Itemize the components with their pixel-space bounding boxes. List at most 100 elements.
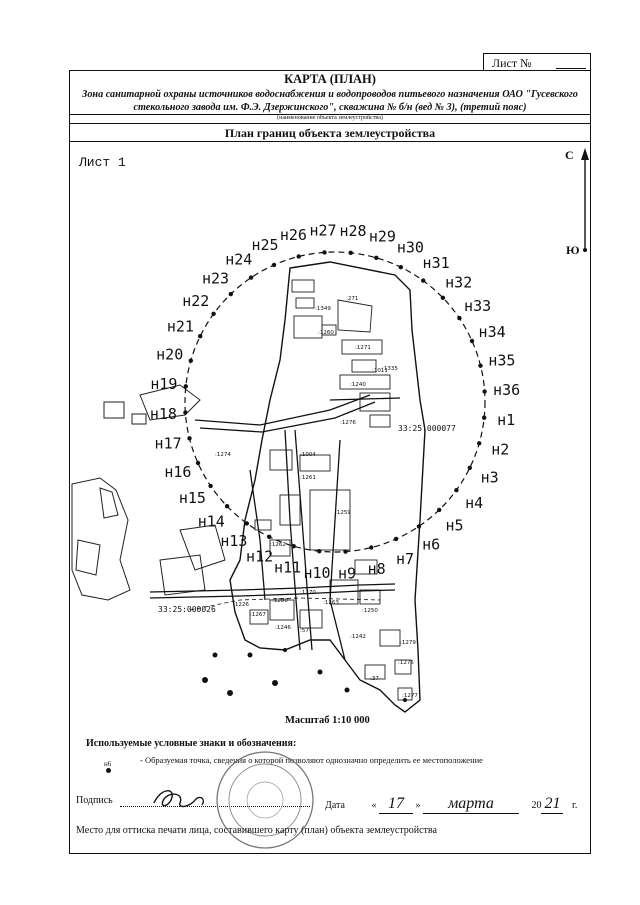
boundary-point-marker xyxy=(228,291,233,297)
parcel-number: :1271 xyxy=(355,345,371,351)
legend-title: Используемые условные знаки и обозначени… xyxy=(86,738,297,749)
parcel-number: :1279 xyxy=(400,640,416,646)
parcel-number: :1270 xyxy=(300,590,316,596)
boundary-point-marker xyxy=(440,295,446,300)
parcel-number: :1262 xyxy=(270,542,286,548)
sanitary-zone-boundary xyxy=(184,251,486,553)
date-year-suffix: 21 xyxy=(541,795,564,814)
cadastral-quarter-label: 33:25:000026 xyxy=(158,605,216,614)
boundary-point-label: н20 xyxy=(156,346,183,364)
boundary-point-marker xyxy=(369,545,374,550)
boundary-point-label: н10 xyxy=(303,564,330,582)
north-arrow-tail xyxy=(583,248,587,252)
boundary-point-label: н34 xyxy=(479,323,506,341)
boundary-point-label: н24 xyxy=(225,250,252,268)
boundary-point-marker xyxy=(374,255,379,260)
parcel-number: :1226 xyxy=(233,602,249,608)
boundary-point-marker xyxy=(477,441,482,446)
boundary-point-label: н2 xyxy=(491,440,509,458)
boundary-point-marker xyxy=(467,465,472,470)
boundary-point-label: н1 xyxy=(497,411,515,429)
legend-text: - Образуемая точка, сведения о которой п… xyxy=(140,755,483,765)
boundary-point-marker xyxy=(224,504,230,509)
date-year-unit: г. xyxy=(571,800,578,811)
boundary-point-label: н3 xyxy=(481,468,499,486)
parcel-number: :1280 xyxy=(272,598,288,604)
boundary-point-marker xyxy=(183,384,188,389)
parcel-number: :271 xyxy=(346,296,359,302)
parcel-number: :1277 xyxy=(402,693,418,699)
boundary-point-label: н13 xyxy=(220,532,247,550)
surrounding-buildings xyxy=(71,384,226,601)
divider-line xyxy=(69,141,591,142)
boundary-point-label: н22 xyxy=(182,292,209,310)
boundary-point-label: н26 xyxy=(280,226,307,244)
boundary-point-label: н30 xyxy=(397,238,424,256)
boundary-point-marker xyxy=(482,415,487,420)
boundary-point-label: н15 xyxy=(179,489,206,507)
map-frame xyxy=(69,70,591,854)
date-quote-open: « xyxy=(371,800,377,811)
signature-label: Подпись xyxy=(76,795,113,806)
parcel-number: :1267 xyxy=(250,612,266,618)
cadastral-quarter-label: 33:25:000077 xyxy=(398,424,456,433)
boundary-point-marker xyxy=(208,483,213,489)
boundary-point-label: н27 xyxy=(309,221,336,239)
boundary-point-marker xyxy=(343,549,348,554)
section-title: План границ объекта землеустройства xyxy=(224,126,436,140)
map-scale: Масштаб 1:10 000 xyxy=(285,715,370,726)
parcel-number: :1274 xyxy=(215,452,231,458)
object-name: Зона санитарной охраны источников водосн… xyxy=(82,89,578,113)
boundary-point-marker xyxy=(271,262,277,268)
boundary-point-label: н25 xyxy=(251,236,278,254)
boundary-point-label: н8 xyxy=(368,560,386,578)
boundary-point-label: н28 xyxy=(339,222,366,240)
parcel-number: :1259 xyxy=(335,510,351,516)
parcel-number: :1276 xyxy=(340,420,356,426)
boundary-point-marker xyxy=(267,534,272,539)
parcel-number: :1335 xyxy=(382,366,398,372)
boundary-point-label: н11 xyxy=(274,558,301,576)
legend-point-symbol xyxy=(106,768,111,773)
boundary-point-label: н7 xyxy=(396,550,414,568)
date-year-prefix: 20 xyxy=(531,800,542,811)
boundary-point-marker xyxy=(416,524,422,529)
boundary-point-marker xyxy=(322,250,327,255)
seal-stamp xyxy=(216,751,314,849)
survey-marks xyxy=(202,648,407,702)
boundary-point-label: н19 xyxy=(150,375,177,393)
boundary-point-marker xyxy=(348,250,353,255)
boundary-point-marker xyxy=(478,363,483,368)
boundary-point-marker xyxy=(457,315,462,321)
parcel-number: :1263 xyxy=(323,600,339,606)
map-sheet-label: Лист 1 xyxy=(79,155,126,170)
boundary-point-marker xyxy=(454,488,459,493)
parcel-number: :57 xyxy=(300,628,309,634)
boundary-point-label: н23 xyxy=(202,269,229,287)
parcel-number: :1260 xyxy=(318,330,334,336)
parcel-number: :1246 xyxy=(275,625,291,631)
boundary-point-label: н33 xyxy=(464,297,491,315)
boundary-point-marker xyxy=(482,389,487,394)
legend-marker-label: н6 xyxy=(104,760,112,768)
boundary-point-marker xyxy=(317,549,322,554)
signature-mark xyxy=(153,790,205,808)
boundary-point-marker xyxy=(437,507,442,513)
parcel-number: :1004 xyxy=(300,452,316,458)
date-label: Дата xyxy=(325,800,345,811)
parcel-number: :1250 xyxy=(362,608,378,614)
boundary-point-label: н4 xyxy=(465,494,483,512)
sheet-number-blank xyxy=(556,68,586,69)
boundary-point-marker xyxy=(188,358,193,363)
boundary-point-marker xyxy=(187,436,192,441)
date-day: 17 xyxy=(378,795,413,814)
boundary-point-label: н36 xyxy=(493,381,520,399)
boundary-point-label: н29 xyxy=(369,228,396,246)
boundary-point-marker xyxy=(195,460,201,466)
boundary-point-marker xyxy=(296,254,301,259)
signature-line xyxy=(120,806,310,807)
stamp-place-note: Место для оттиска печати лица, составивш… xyxy=(76,825,437,836)
boundary-point-marker xyxy=(398,265,403,270)
divider-line xyxy=(69,114,591,115)
